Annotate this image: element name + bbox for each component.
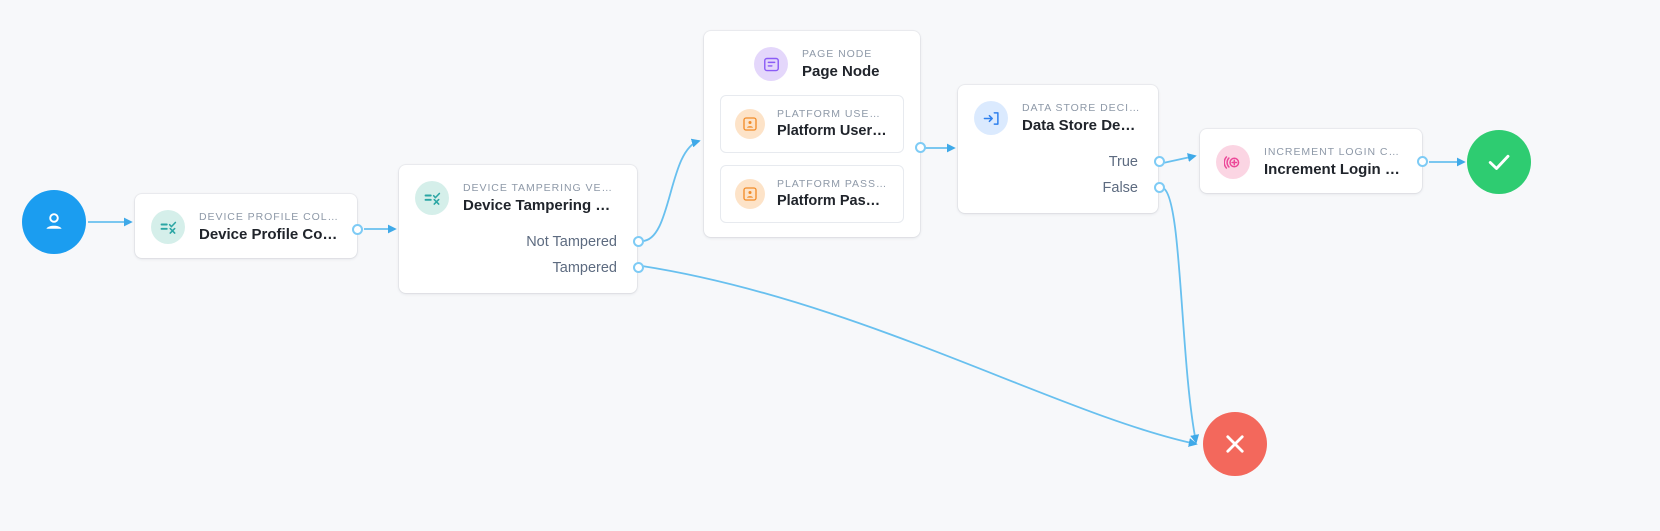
output-port[interactable] bbox=[352, 224, 363, 235]
outcome-label: True bbox=[1108, 154, 1138, 170]
id-card-icon bbox=[735, 109, 765, 140]
outcome-row: False bbox=[976, 175, 1165, 201]
success-node[interactable] bbox=[1467, 130, 1531, 194]
outcome-label: False bbox=[1102, 180, 1138, 196]
node-type-label: DEVICE PROFILE COLLECTOR bbox=[199, 210, 339, 223]
node-header: DEVICE TAMPERING VERIFICA... Device Tamp… bbox=[399, 165, 637, 229]
node-type-label: DATA STORE DECISION bbox=[1022, 101, 1140, 114]
edge-true-to-increment bbox=[1162, 153, 1197, 164]
node-device-tampering-verification[interactable]: DEVICE TAMPERING VERIFICA... Device Tamp… bbox=[399, 165, 644, 293]
node-text-group: INCREMENT LOGIN COUNT Increment Login Co… bbox=[1264, 146, 1404, 179]
node-page-node[interactable]: PAGE NODE Page Node PLATFORM USERNAME Pl… bbox=[704, 31, 926, 238]
node-title-label: Platform Username bbox=[777, 123, 887, 139]
login-arrow-icon bbox=[974, 101, 1008, 135]
outcome-port-false[interactable] bbox=[1154, 182, 1165, 193]
node-title-label: Page Node bbox=[802, 62, 880, 80]
outcome-row: Tampered bbox=[417, 255, 644, 281]
node-outcomes: Not Tampered Tampered bbox=[399, 229, 644, 293]
node-title-label: Device Tampering Verifi... bbox=[463, 196, 619, 214]
node-title-label: Device Profile Collector bbox=[199, 225, 339, 243]
outcome-port-tampered[interactable] bbox=[633, 262, 644, 273]
node-text-group: PLATFORM PASSWORD Platform Password bbox=[777, 178, 887, 210]
edge-false-to-failure bbox=[1162, 187, 1200, 444]
node-header: DEVICE PROFILE COLLECTOR Device Profile … bbox=[135, 194, 357, 258]
subnode-platform-username[interactable]: PLATFORM USERNAME Platform Username bbox=[720, 95, 904, 154]
increment-counter-icon bbox=[1216, 145, 1250, 179]
node-type-label: PLATFORM PASSWORD bbox=[777, 178, 887, 191]
user-icon bbox=[46, 213, 62, 229]
page-node-icon bbox=[754, 47, 788, 81]
node-device-profile-collector[interactable]: DEVICE PROFILE COLLECTOR Device Profile … bbox=[135, 194, 363, 258]
subnode-platform-password[interactable]: PLATFORM PASSWORD Platform Password bbox=[720, 165, 904, 224]
node-title-label: Increment Login Count bbox=[1264, 160, 1404, 178]
edge-tampered-to-failure bbox=[641, 265, 1198, 447]
node-header: PAGE NODE Page Node bbox=[704, 31, 920, 95]
id-card-icon bbox=[735, 179, 765, 210]
failure-node[interactable] bbox=[1203, 412, 1267, 476]
node-increment-login-count[interactable]: INCREMENT LOGIN COUNT Increment Login Co… bbox=[1200, 129, 1428, 193]
node-type-label: PAGE NODE bbox=[802, 47, 873, 60]
node-header: PLATFORM PASSWORD Platform Password bbox=[721, 166, 903, 222]
outcome-row: Not Tampered bbox=[417, 229, 644, 255]
output-port[interactable] bbox=[915, 142, 926, 153]
node-type-label: INCREMENT LOGIN COUNT bbox=[1264, 145, 1404, 158]
node-text-group: PAGE NODE Page Node bbox=[802, 48, 880, 81]
x-icon bbox=[1226, 435, 1244, 453]
node-header: INCREMENT LOGIN COUNT Increment Login Co… bbox=[1200, 129, 1422, 193]
outcome-port-true[interactable] bbox=[1154, 156, 1165, 167]
node-text-group: PLATFORM USERNAME Platform Username bbox=[777, 108, 887, 140]
outcome-label: Tampered bbox=[552, 260, 617, 276]
outcome-port-not-tampered[interactable] bbox=[633, 236, 644, 247]
node-header: DATA STORE DECISION Data Store Decision bbox=[958, 85, 1158, 149]
node-outcomes: True False bbox=[958, 149, 1165, 213]
check-icon bbox=[1488, 154, 1510, 170]
node-type-label: DEVICE TAMPERING VERIFICA... bbox=[463, 181, 619, 194]
node-title-label: Data Store Decision bbox=[1022, 116, 1140, 134]
device-profile-icon bbox=[151, 210, 185, 244]
outcome-label: Not Tampered bbox=[526, 234, 617, 250]
node-text-group: DEVICE TAMPERING VERIFICA... Device Tamp… bbox=[463, 182, 619, 215]
device-tampering-icon bbox=[415, 181, 449, 215]
node-text-group: DEVICE PROFILE COLLECTOR Device Profile … bbox=[199, 211, 339, 244]
output-port[interactable] bbox=[1417, 156, 1428, 167]
node-header: PLATFORM USERNAME Platform Username bbox=[721, 96, 903, 152]
node-type-label: PLATFORM USERNAME bbox=[777, 108, 887, 120]
start-node[interactable] bbox=[22, 190, 86, 254]
outcome-row: True bbox=[976, 149, 1165, 175]
node-title-label: Platform Password bbox=[777, 193, 887, 210]
node-text-group: DATA STORE DECISION Data Store Decision bbox=[1022, 102, 1140, 135]
node-data-store-decision[interactable]: DATA STORE DECISION Data Store Decision … bbox=[958, 85, 1165, 213]
edge-not-tampered-to-page-node bbox=[641, 138, 701, 242]
